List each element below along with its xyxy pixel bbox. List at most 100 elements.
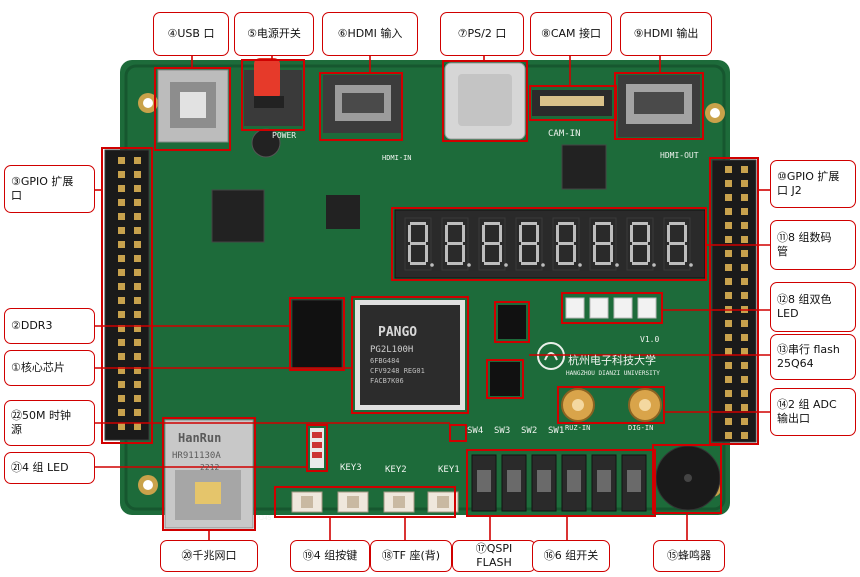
header-pin: [134, 325, 141, 332]
header-pin: [134, 367, 141, 374]
hdmi-out-port: [618, 75, 700, 137]
segment: [425, 245, 428, 262]
header-pin: [118, 409, 125, 416]
power-switch: [244, 58, 302, 126]
header-pin: [725, 250, 732, 257]
callout-ps2: ⑦PS/2 口: [440, 12, 524, 56]
segment: [667, 245, 670, 262]
digit-cell: [589, 217, 617, 271]
segment: [462, 245, 465, 262]
digit-cell: [626, 217, 654, 271]
segment: [484, 222, 500, 225]
led-package: [589, 297, 609, 319]
header-pin: [725, 320, 732, 327]
segment: [595, 262, 611, 265]
led-package: [637, 297, 657, 319]
header-pin: [741, 166, 748, 173]
segment: [484, 242, 500, 245]
segment: [595, 242, 611, 245]
decimal-point: [578, 263, 582, 267]
key3-label: KEY3: [340, 463, 362, 473]
segment: [595, 222, 611, 225]
header-pin: [725, 208, 732, 215]
sw3-label: SW3: [494, 426, 510, 436]
callout-seven-seg: ⑪8 组数码 管: [770, 220, 856, 270]
cam-connector: [532, 90, 612, 116]
header-pin: [741, 194, 748, 201]
leader-lines: [95, 56, 770, 540]
header-pin: [134, 353, 141, 360]
switch-lever: [477, 470, 491, 492]
header-pin: [134, 297, 141, 304]
led-package: [613, 297, 633, 319]
header-pin: [134, 241, 141, 248]
ddr3-chip: [291, 299, 343, 369]
sw1-label: SW1: [548, 426, 564, 436]
segment: [593, 245, 596, 262]
segment: [482, 245, 485, 262]
fpga-line2: 6FBG484: [370, 357, 400, 365]
header-pin: [741, 222, 748, 229]
header-pin: [118, 185, 125, 192]
header-pin: [118, 381, 125, 388]
decimal-point: [615, 263, 619, 267]
header-pin: [741, 208, 748, 215]
header-pin: [134, 269, 141, 276]
buzzer: [655, 445, 721, 511]
push-buttons: [291, 491, 459, 513]
school-name: 杭州电子科技大学: [568, 353, 656, 367]
segment: [647, 225, 650, 242]
digit-cell: [478, 217, 506, 271]
header-pin: [118, 283, 125, 290]
university-logo: [537, 342, 565, 370]
cam-silk: CAM-IN: [548, 129, 581, 139]
header-pin: [725, 334, 732, 341]
callout-clock: ㉒50M 时钟 源: [4, 400, 95, 446]
header-pin: [725, 418, 732, 425]
header-pin: [118, 297, 125, 304]
segment: [667, 225, 670, 242]
header-pin: [134, 213, 141, 220]
header-pin: [741, 362, 748, 369]
segment: [447, 242, 463, 245]
header-pin: [741, 264, 748, 271]
header-pin: [725, 404, 732, 411]
segment: [556, 225, 559, 242]
ethernet-part: HR911130A: [172, 451, 221, 461]
segment: [445, 225, 448, 242]
segment: [669, 222, 685, 225]
header-pin: [118, 395, 125, 402]
segment: [684, 245, 687, 262]
decimal-point: [430, 263, 434, 267]
sw4-label: SW4: [467, 426, 483, 436]
callout-ethernet: ⑳千兆网口: [160, 540, 258, 572]
header-pin: [134, 171, 141, 178]
segment: [410, 222, 426, 225]
header-pin: [741, 320, 748, 327]
segment: [647, 245, 650, 262]
header-pin: [725, 236, 732, 243]
fpga-part: PG2L100H: [370, 345, 413, 355]
slide-switches: [471, 454, 647, 512]
small-chip: [326, 195, 360, 229]
segment: [630, 225, 633, 242]
board-version: V1.0: [640, 335, 659, 344]
header-pin: [741, 292, 748, 299]
switch-lever: [567, 470, 581, 492]
adc-left-silk: RUZ-IN: [565, 424, 590, 432]
header-pin: [134, 423, 141, 430]
callout-hdmi-in: ⑥HDMI 输入: [322, 12, 418, 56]
callout-tf: ⑱TF 座(背): [370, 540, 452, 572]
switch-lever: [507, 470, 521, 492]
header-pin: [741, 404, 748, 411]
header-pin: [134, 311, 141, 318]
push-button-cap: [393, 496, 405, 508]
header-pin: [118, 423, 125, 430]
header-pin: [725, 432, 732, 439]
segment: [536, 245, 539, 262]
switch-lever: [537, 470, 551, 492]
digit-cell: [515, 217, 543, 271]
segment: [484, 262, 500, 265]
callout-switches: ⑯6 组开关: [532, 540, 610, 572]
